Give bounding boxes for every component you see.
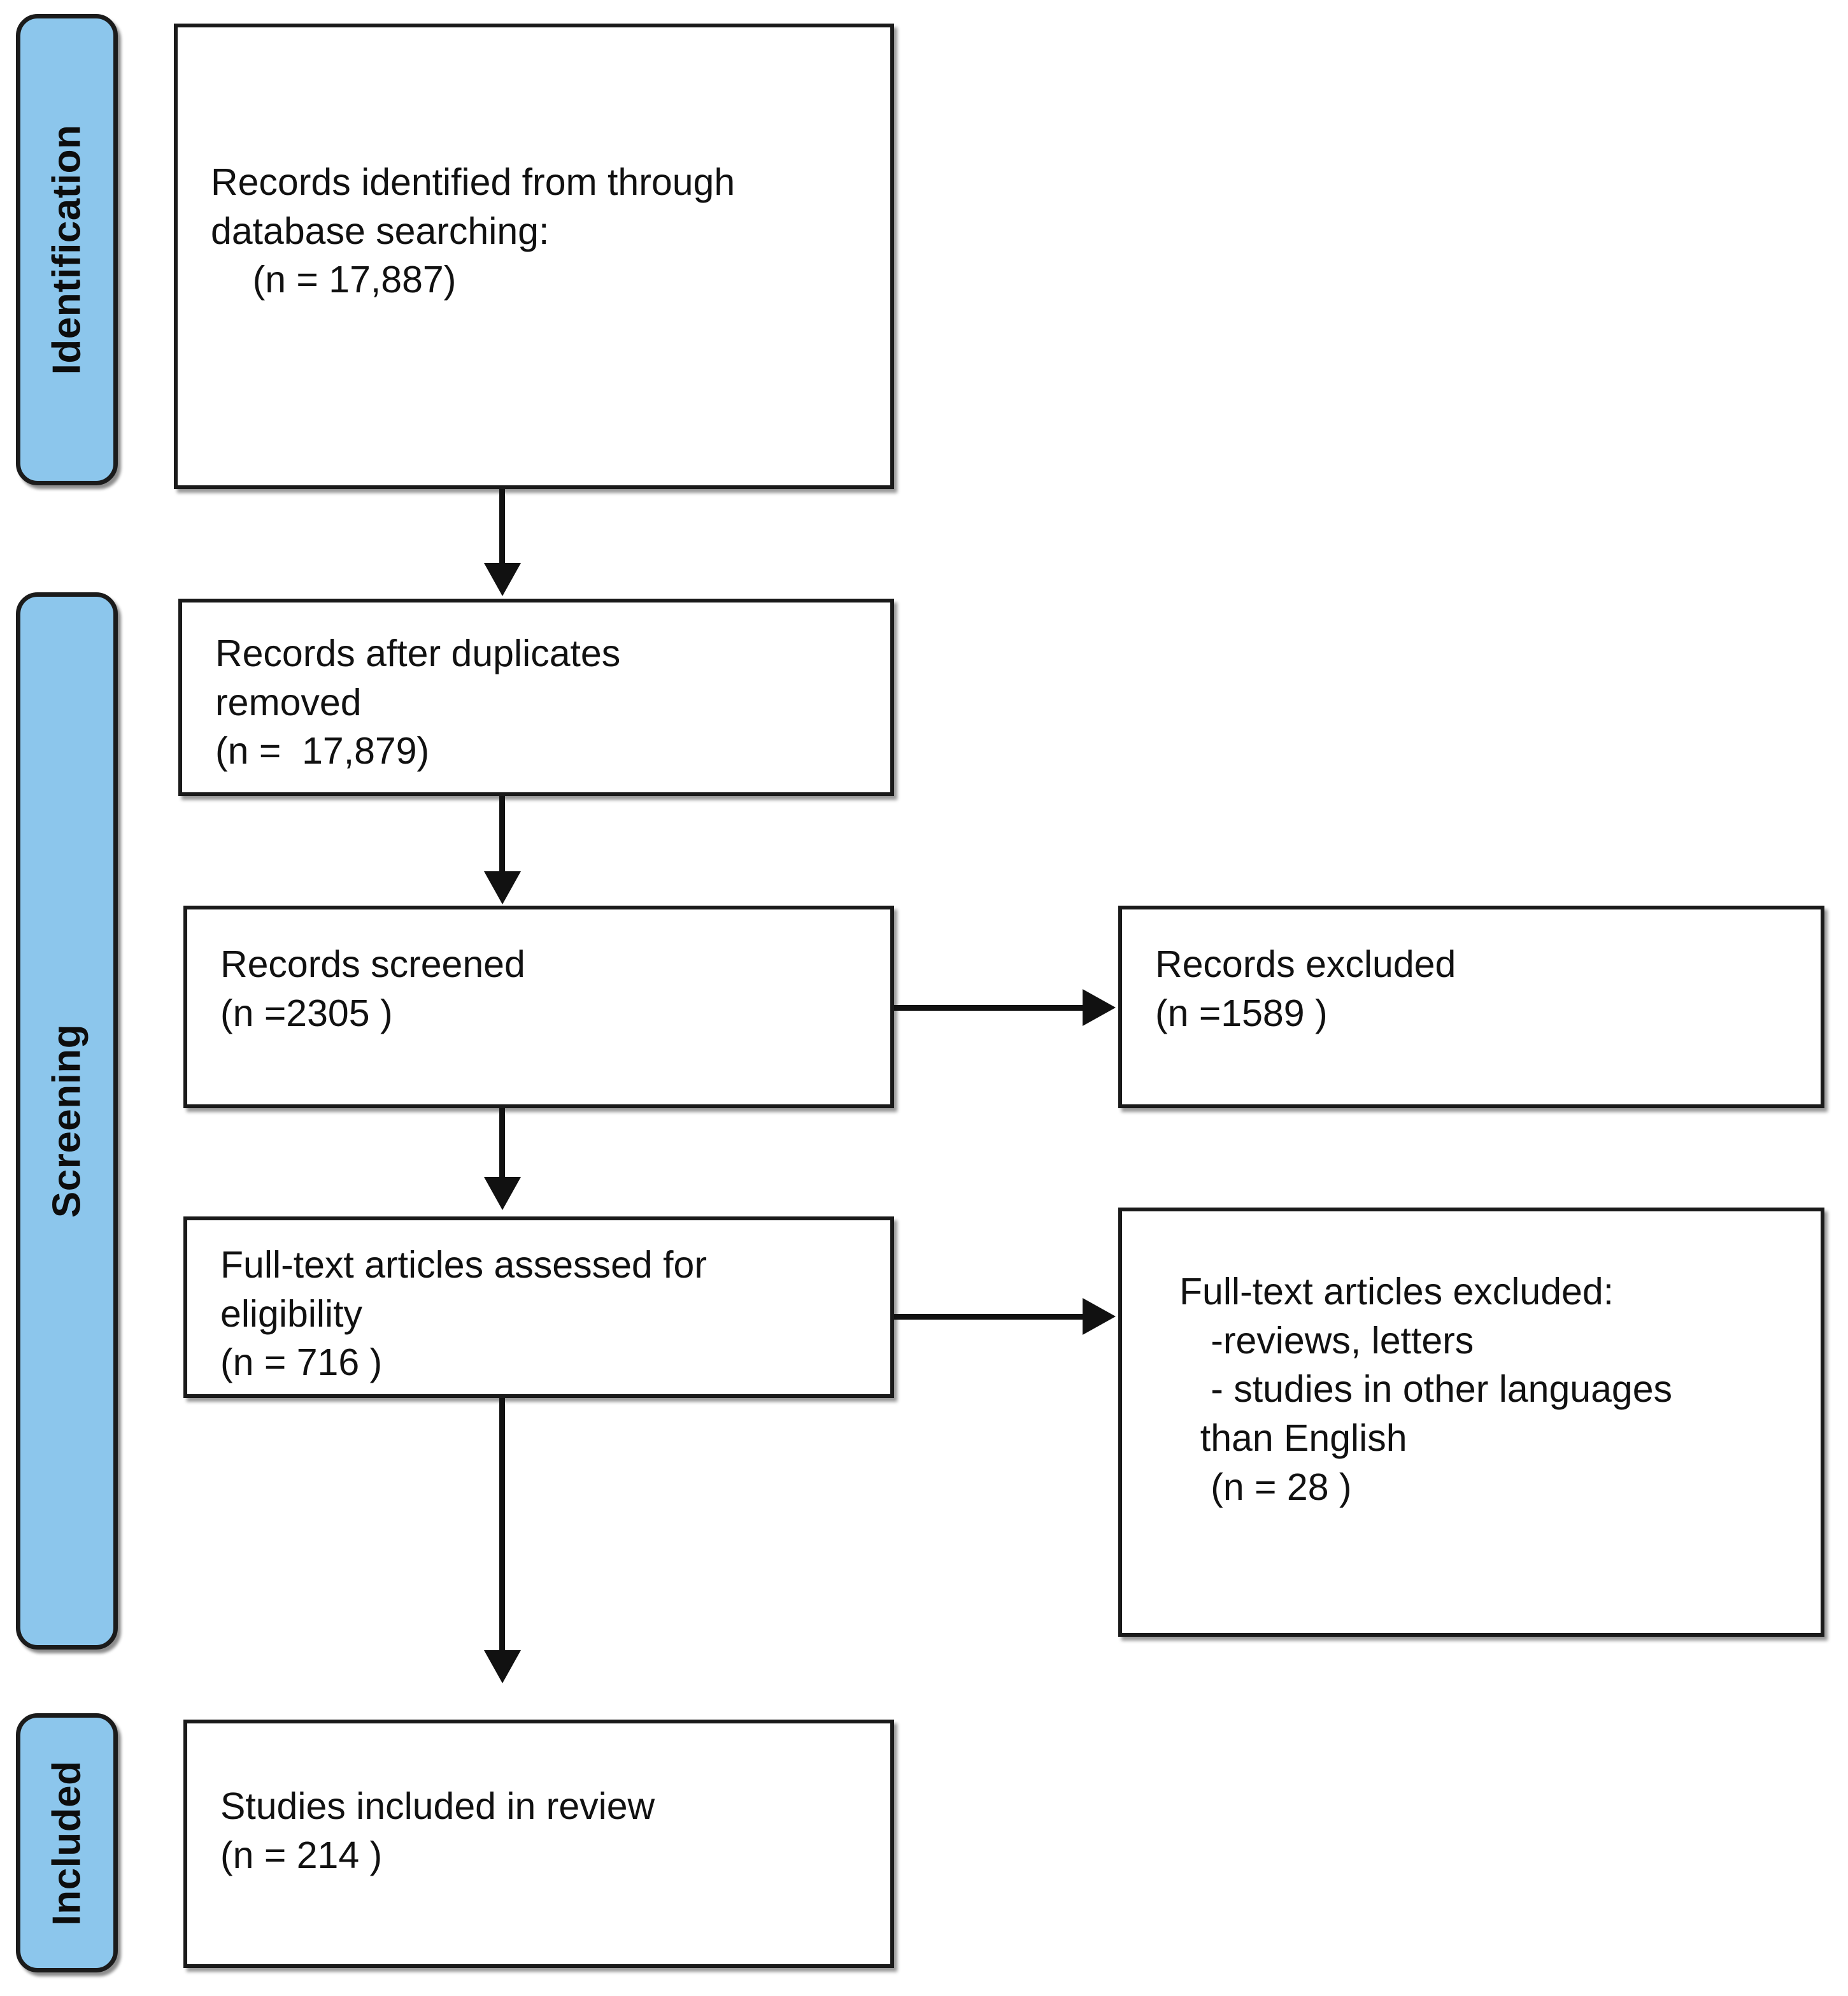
stage-bar-screening: Screening xyxy=(16,592,118,1650)
box-studies-included: Studies included in review (n = 214 ) xyxy=(183,1720,894,1968)
box-fulltext-assessed: Full-text articles assessed for eligibil… xyxy=(183,1216,894,1398)
stage-bar-identification: Identification xyxy=(16,14,118,485)
arrow-screened-to-fulltext xyxy=(499,1108,505,1180)
arrow-screened-to-excluded-head xyxy=(1083,989,1116,1026)
stage-label-screening: Screening xyxy=(45,1023,89,1218)
box-records-identified: Records identified from through database… xyxy=(174,24,894,489)
arrow-fulltext-to-included-head xyxy=(484,1650,521,1683)
arrow-duplicates-to-screened xyxy=(499,796,505,874)
box-studies-included-text: Studies included in review (n = 214 ) xyxy=(220,1785,655,1876)
box-records-excluded-text: Records excluded (n =1589 ) xyxy=(1155,943,1456,1034)
arrow-identified-to-duplicates-head xyxy=(484,563,521,596)
box-fulltext-excluded-text: Full-text articles excluded: -reviews, l… xyxy=(1179,1271,1673,1508)
stage-label-identification: Identification xyxy=(45,124,89,375)
arrow-screened-to-excluded xyxy=(894,1005,1085,1011)
arrow-screened-to-fulltext-head xyxy=(484,1177,521,1210)
stage-label-included: Included xyxy=(45,1760,89,1925)
arrow-duplicates-to-screened-head xyxy=(484,871,521,904)
box-records-after-duplicates: Records after duplicates removed (n = 17… xyxy=(178,599,894,796)
box-records-after-duplicates-text: Records after duplicates removed (n = 17… xyxy=(215,632,621,773)
box-fulltext-assessed-text: Full-text articles assessed for eligibil… xyxy=(220,1244,707,1384)
arrow-fulltext-to-included xyxy=(499,1398,505,1653)
box-records-screened: Records screened (n =2305 ) xyxy=(183,906,894,1108)
stage-bar-included: Included xyxy=(16,1713,118,1972)
box-records-identified-text: Records identified from through database… xyxy=(211,161,736,301)
arrow-fulltext-to-excluded-head xyxy=(1083,1298,1116,1335)
arrow-fulltext-to-excluded xyxy=(894,1314,1085,1320)
box-records-excluded: Records excluded (n =1589 ) xyxy=(1118,906,1824,1108)
arrow-identified-to-duplicates xyxy=(499,489,505,566)
box-records-screened-text: Records screened (n =2305 ) xyxy=(220,943,525,1034)
box-fulltext-excluded: Full-text articles excluded: -reviews, l… xyxy=(1118,1208,1824,1637)
